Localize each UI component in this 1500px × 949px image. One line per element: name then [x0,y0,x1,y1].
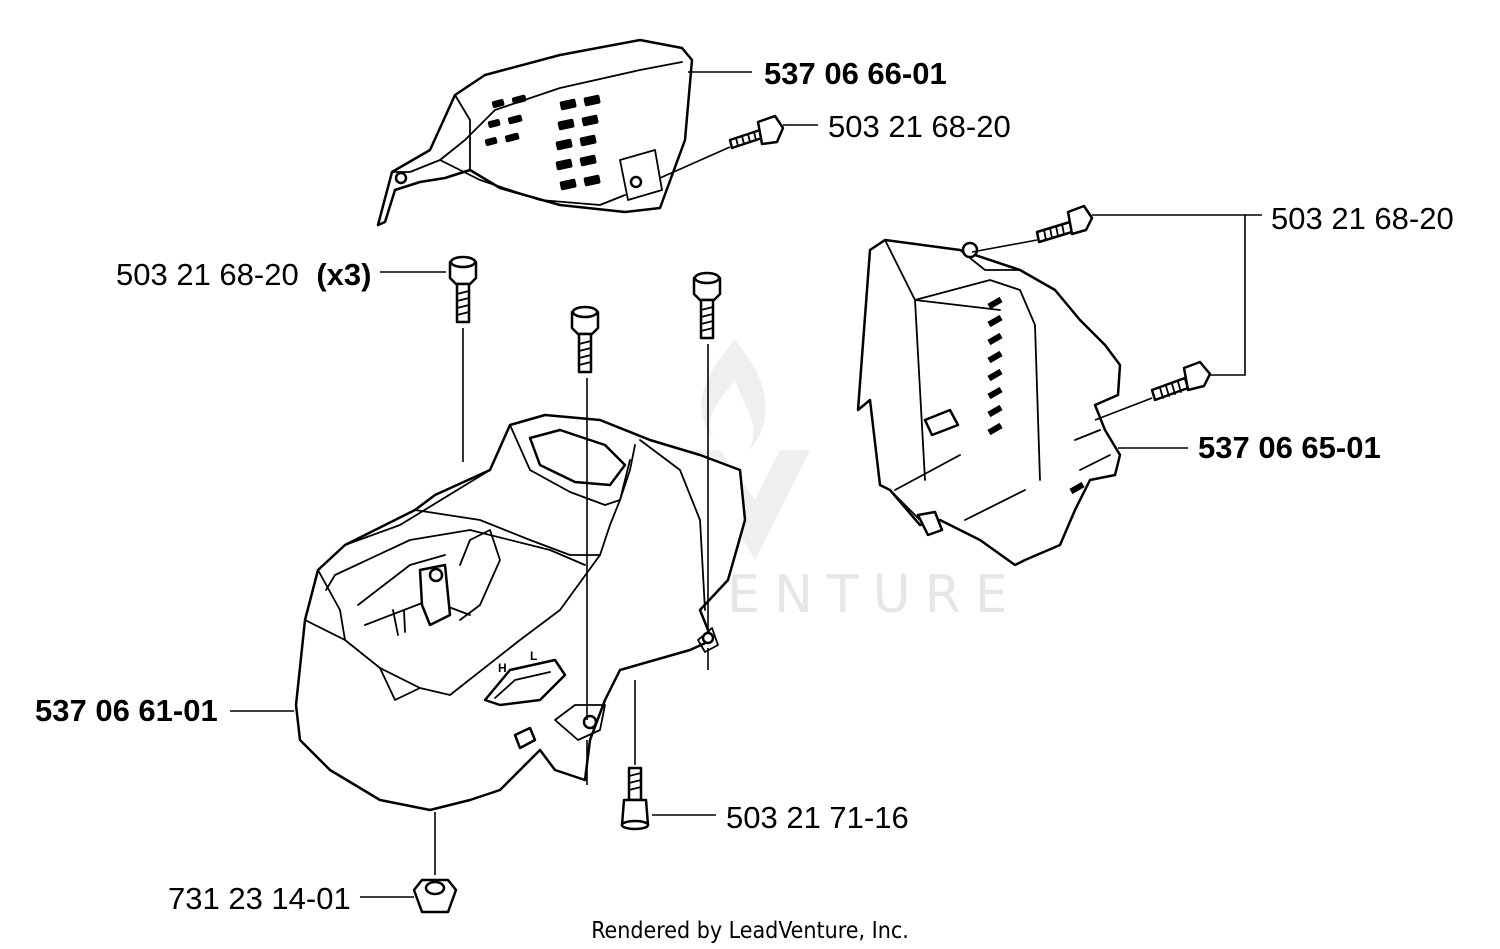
right-cover-screw-upper [971,204,1094,253]
cylinder-cover-screw-right [692,271,722,670]
callout-top-cover-screw: 503 21 68-20 [828,109,1011,144]
right-cover-screw-lower [1094,360,1212,421]
cover-marking-h: H [498,661,507,675]
watermark-flame-logo [690,340,810,560]
top-cover-screw-part [659,114,785,179]
callout-leaders [230,71,1262,898]
bottom-screw-part [620,680,650,831]
callout-cylinder-cover-screws-qty: (x3) [316,257,371,292]
top-cover-part [376,38,694,227]
callout-right-cover-screws: 503 21 68-20 [1271,201,1454,236]
callout-labels: 537 06 66-01 503 21 68-20 503 21 68-20 5… [35,56,1454,916]
callout-nut: 731 23 14-01 [168,881,351,916]
callout-top-cover: 537 06 66-01 [764,56,947,91]
cover-marking-l: L [530,649,537,663]
callout-cylinder-cover-screws: 503 21 68-20 (x3) [116,257,371,292]
right-cover-part [856,238,1122,567]
callout-bottom-screw: 503 21 71-16 [726,800,909,835]
callout-cylinder-cover: 537 06 61-01 [35,693,218,728]
footer-credit: Rendered by LeadVenture, Inc. [591,918,909,944]
callout-right-cover: 537 06 65-01 [1198,430,1381,465]
cylinder-cover-part: H L [294,413,747,812]
cylinder-cover-screw-left [448,255,478,462]
cylinder-cover-screw-middle [570,305,600,785]
callout-cylinder-cover-screws-number: 503 21 68-20 [116,257,299,292]
nut-part [412,812,458,914]
